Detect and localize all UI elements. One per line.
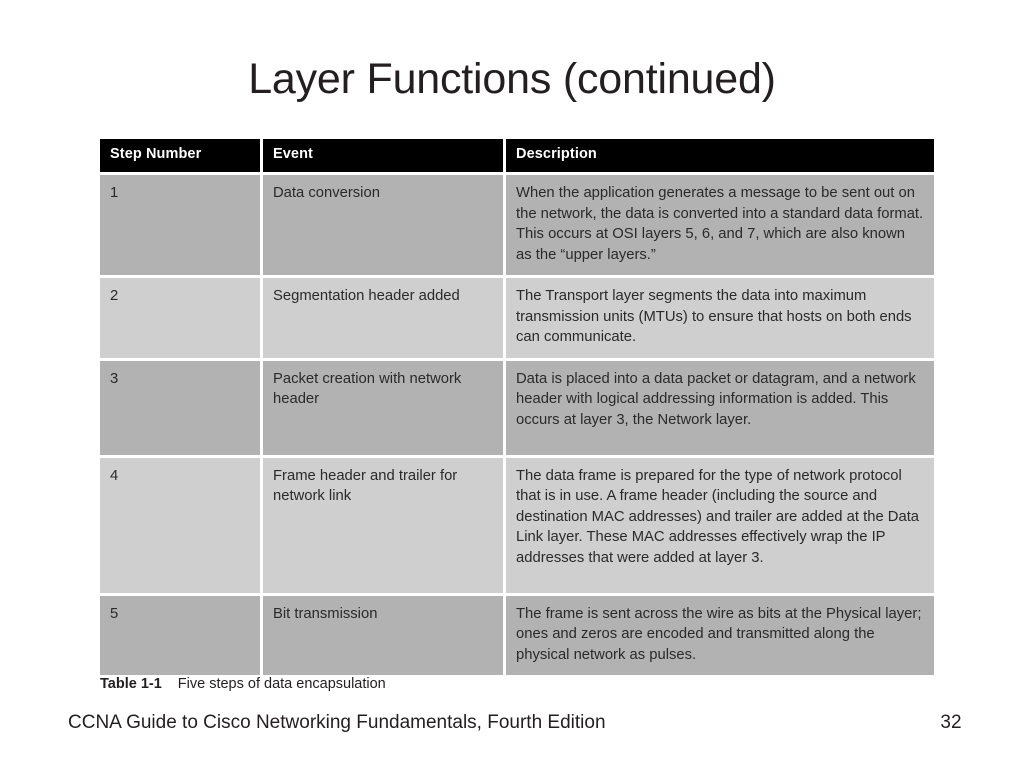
cell-description: The Transport layer segments the data in… <box>506 278 934 358</box>
cell-description: The frame is sent across the wire as bit… <box>506 595 934 675</box>
table-caption-text: Five steps of data encapsulation <box>177 676 386 692</box>
cell-event: Bit transmission <box>263 595 503 675</box>
cell-step-number: 2 <box>100 278 260 358</box>
cell-description: When the application generates a message… <box>506 175 934 275</box>
table-body: 1 Data conversion When the application g… <box>100 175 934 675</box>
table-caption-label: Table 1-1 <box>100 676 162 692</box>
table-row: 5 Bit transmission The frame is sent acr… <box>100 595 934 675</box>
table-row: 4 Frame header and trailer for network l… <box>100 457 934 593</box>
encapsulation-table: Step Number Event Description 1 Data con… <box>97 136 937 678</box>
footer-book-title: CCNA Guide to Cisco Networking Fundament… <box>68 712 606 733</box>
cell-event: Packet creation with network header <box>263 360 503 455</box>
table-caption: Table 1-1 Five steps of data encapsulatio… <box>100 676 386 692</box>
slide-footer: CCNA Guide to Cisco Networking Fundament… <box>0 712 1024 742</box>
column-header-event: Event <box>263 139 503 172</box>
cell-event: Segmentation header added <box>263 278 503 358</box>
table-header-row: Step Number Event Description <box>100 139 934 172</box>
cell-step-number: 4 <box>100 457 260 593</box>
column-header-description: Description <box>506 139 934 172</box>
page-title: Layer Functions (continued) <box>248 55 776 103</box>
footer-page-number: 32 <box>940 712 962 733</box>
cell-event: Frame header and trailer for network lin… <box>263 457 503 593</box>
table-row: 3 Packet creation with network header Da… <box>100 360 934 455</box>
table-header: Step Number Event Description <box>100 139 934 172</box>
cell-step-number: 1 <box>100 175 260 275</box>
table-row: 1 Data conversion When the application g… <box>100 175 934 275</box>
cell-description: The data frame is prepared for the type … <box>506 457 934 593</box>
table-row: 2 Segmentation header added The Transpor… <box>100 278 934 358</box>
cell-step-number: 3 <box>100 360 260 455</box>
column-header-step-number: Step Number <box>100 139 260 172</box>
cell-event: Data conversion <box>263 175 503 275</box>
cell-description: Data is placed into a data packet or dat… <box>506 360 934 455</box>
encapsulation-table-container: Step Number Event Description 1 Data con… <box>100 139 934 675</box>
cell-step-number: 5 <box>100 595 260 675</box>
